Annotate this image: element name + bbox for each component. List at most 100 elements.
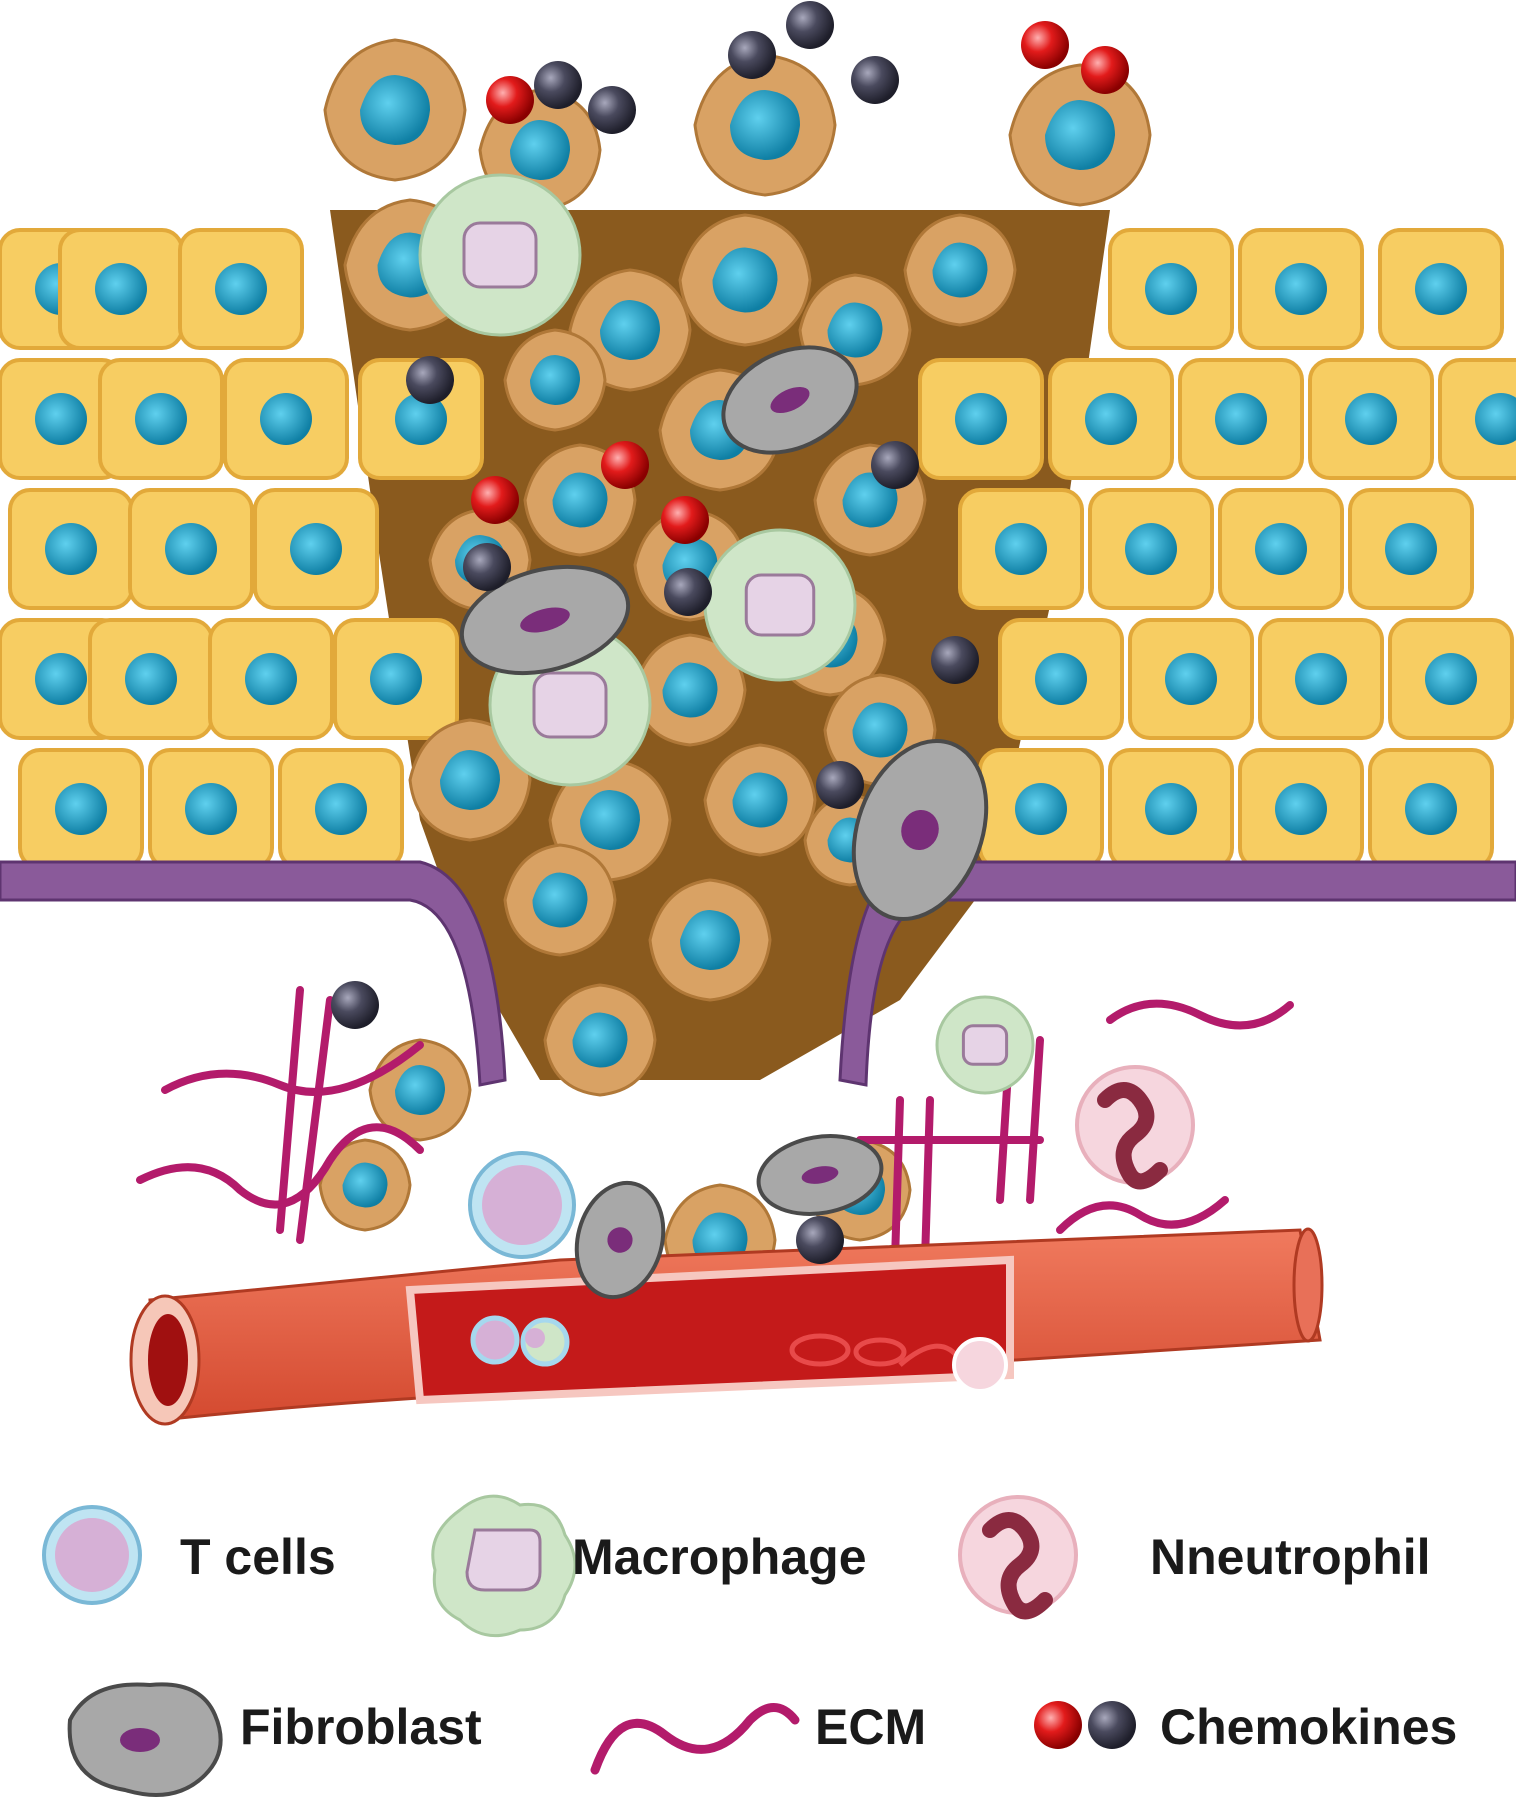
ecm-fiber <box>891 1096 904 1264</box>
epithelial-cell <box>1308 358 1434 480</box>
epithelial-cell <box>1238 228 1364 350</box>
chemokine-red <box>1081 46 1129 94</box>
ecm-fiber <box>921 1096 934 1264</box>
ecm-fiber <box>296 996 334 1244</box>
tumor-cell <box>648 878 772 1002</box>
legend-fibroblast-label: Fibroblast <box>240 1699 482 1755</box>
epithelial-cell <box>148 748 274 870</box>
t-cell <box>468 1151 576 1259</box>
tumor-cell <box>503 328 607 432</box>
fibroblasts <box>459 345 989 1300</box>
chemokine-dark <box>406 356 454 404</box>
ecm-fiber <box>136 1123 424 1209</box>
epithelial-cell <box>88 618 214 740</box>
tumor-cell <box>408 718 532 842</box>
macrophage <box>703 528 857 682</box>
epithelial-cell <box>1378 228 1504 350</box>
neutrophil <box>1075 1065 1195 1190</box>
chemokine-dark <box>331 981 379 1029</box>
chemokine-dark <box>796 1216 844 1264</box>
circulating-t-cells <box>470 1315 570 1367</box>
tumor-cell <box>678 213 812 347</box>
legend-chemokine-icons <box>1034 1701 1136 1749</box>
epithelial-cell <box>1438 358 1516 480</box>
tumor-cell <box>543 983 657 1097</box>
epithelial-cell <box>278 748 404 870</box>
tumor-cell <box>503 843 617 957</box>
legend-ecm-icon <box>590 1703 800 1775</box>
legend-t-cell-icon <box>42 1505 142 1605</box>
epithelial-cell <box>1108 228 1234 350</box>
legend-chemokines-label: Chemokines <box>1160 1699 1458 1755</box>
chemokine-dark <box>463 543 511 591</box>
fibroblast <box>459 564 631 676</box>
tumor-cell <box>903 213 1017 327</box>
epithelial-cell <box>253 488 379 610</box>
epithelial-cell <box>0 358 124 480</box>
epithelial-cell <box>1388 618 1514 740</box>
legend-t-cells-label: T cells <box>180 1529 336 1585</box>
chemokine-dark <box>588 86 636 134</box>
ecm-fiber <box>276 986 304 1234</box>
epithelial-cell <box>1218 488 1344 610</box>
ecm-fiber <box>161 1041 424 1096</box>
chemokine-dark <box>728 31 776 79</box>
epithelial-cell <box>333 618 459 740</box>
legend-neutrophil-icon <box>958 1495 1078 1620</box>
chemokine-red <box>1021 21 1069 69</box>
macrophage <box>418 173 582 337</box>
epithelial-cell <box>978 748 1104 870</box>
chemokine-dark <box>534 61 582 109</box>
macrophage <box>935 995 1035 1095</box>
epithelial-cell <box>958 488 1084 610</box>
chemokine-red <box>601 441 649 489</box>
legend-neutrophil-label: Nneutrophil <box>1150 1529 1431 1585</box>
epithelial-cell <box>1258 618 1384 740</box>
epithelial-cell <box>1238 748 1364 870</box>
blood-vessel <box>129 1227 1324 1426</box>
fibroblast <box>574 1180 666 1300</box>
epithelial-cell <box>8 488 134 610</box>
chemokines <box>331 1 1129 1264</box>
legend-macrophage-icon <box>431 1494 577 1638</box>
ecm-fiber <box>1056 1196 1229 1234</box>
tumor-cell <box>318 1138 412 1232</box>
epithelial-cell <box>1108 748 1234 870</box>
legend <box>42 1494 1136 1797</box>
epithelial-layer <box>0 228 1516 870</box>
tumor-cell <box>1008 63 1152 207</box>
epithelial-cell <box>128 488 254 610</box>
circulating-neutrophil <box>952 1337 1008 1393</box>
chemokine-red <box>661 496 709 544</box>
chemokine-dark <box>871 441 919 489</box>
epithelial-cell <box>223 358 349 480</box>
ecm-fibers <box>136 986 1294 1264</box>
chemokine-red <box>486 76 534 124</box>
epithelial-cell <box>208 618 334 740</box>
epithelial-cell <box>1368 748 1494 870</box>
fibroblast <box>851 738 989 922</box>
tumor-cell <box>703 743 817 857</box>
ecm-fiber <box>1106 999 1294 1030</box>
chemokine-dark <box>786 1 834 49</box>
chemokine-dark <box>851 56 899 104</box>
fibroblast <box>756 1134 884 1216</box>
epithelial-cell <box>18 748 144 870</box>
epithelial-cell <box>1128 618 1254 740</box>
epithelial-cell <box>1348 488 1474 610</box>
epithelial-cell <box>58 228 184 350</box>
epithelial-cell <box>1088 488 1214 610</box>
ecm-fiber <box>1026 1036 1044 1204</box>
epithelial-cell <box>918 358 1044 480</box>
legend-fibroblast-icon <box>67 1682 223 1797</box>
tumor-cell <box>633 633 747 747</box>
epithelial-cell <box>98 358 224 480</box>
tumor-cell <box>693 53 837 197</box>
tumor-cell <box>323 38 467 182</box>
fibroblast <box>721 345 859 455</box>
chemokine-dark <box>816 761 864 809</box>
chemokine-dark <box>664 568 712 616</box>
legend-ecm-label: ECM <box>815 1699 927 1755</box>
epithelial-cell <box>1178 358 1304 480</box>
